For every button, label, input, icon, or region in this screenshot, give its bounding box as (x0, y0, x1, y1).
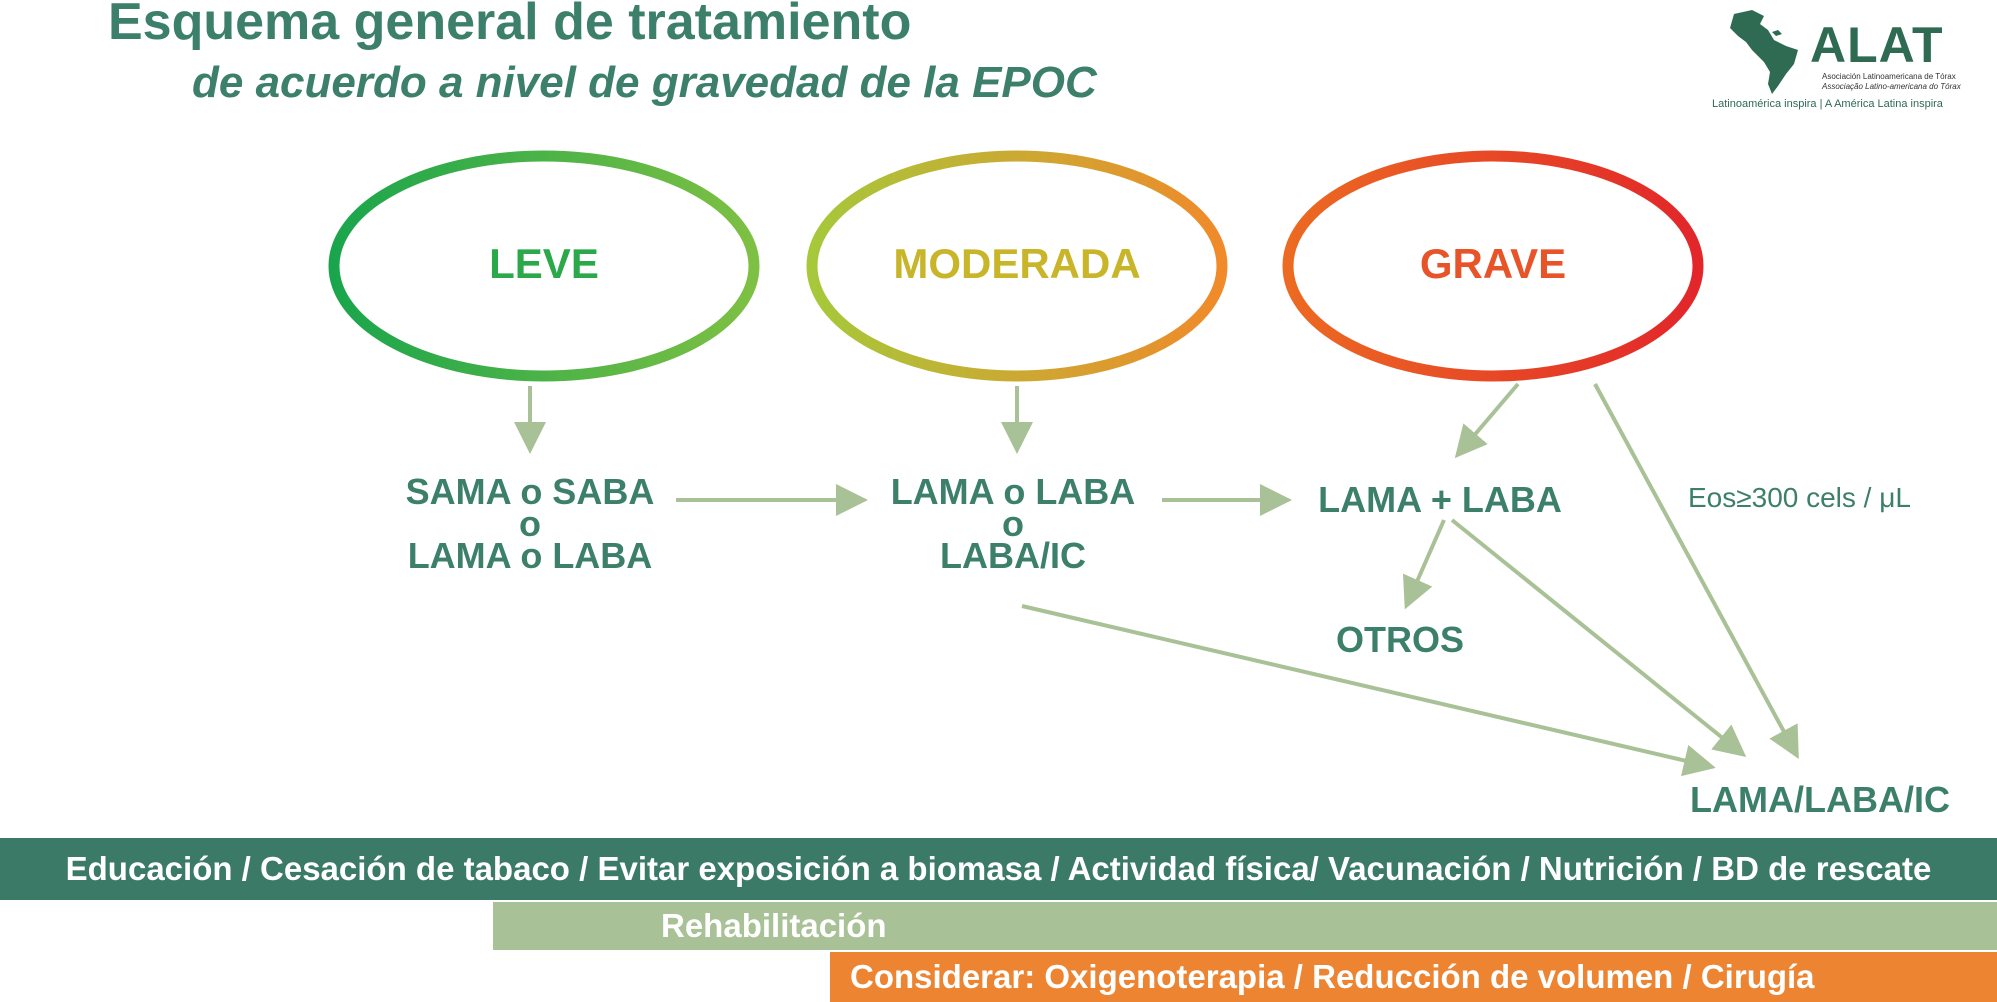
rehabilitation-band: Rehabilitación (493, 902, 1997, 950)
moderate-ellipse (806, 150, 1228, 382)
moderate-treatment-line2: o (1002, 503, 1024, 544)
page-title: Esquema general de tratamiento (108, 0, 912, 51)
severe-ellipse (1282, 150, 1704, 382)
arrow-severe-to-triple (1593, 383, 1799, 760)
moderate-treatment-line1: LAMA o LABA (890, 471, 1136, 512)
severity-severe-label: GRAVE (1419, 240, 1567, 287)
arrow-severe-to-lama-laba (1454, 382, 1520, 459)
logo-org-pt: Associação Latino-americana do Tórax (1822, 82, 1961, 91)
mild-treatment-line1: SAMA o SABA (405, 471, 655, 512)
consider-band: Considerar: Oxigenoterapia / Reducción d… (830, 952, 1997, 1002)
moderate-treatment-node: LAMA o LABA o LABA/IC (858, 471, 1168, 576)
logo-org-es: Asociación Latinoamericana de Tórax (1822, 72, 1956, 81)
moderate-treatment-line3: LABA/IC (940, 535, 1086, 576)
mild-ellipse (328, 150, 760, 382)
triple-therapy-node: LAMA/LABA/IC (1690, 779, 1950, 820)
others-node: OTROS (1335, 619, 1464, 660)
americas-map-icon (1730, 10, 1798, 94)
arrow-laba-ic-to-triple (1021, 604, 1716, 777)
general-measures-band: Educación / Cesación de tabaco / Evitar … (0, 838, 1997, 900)
arrow-lama-laba-to-otros (1402, 519, 1446, 610)
severity-moderate-label: MODERADA (893, 240, 1141, 287)
eosinophil-condition-label: Eos≥300 cels / μL (1688, 482, 1911, 513)
mild-treatment-node: SAMA o SABA o LAMA o LABA (370, 471, 690, 576)
severity-mild-label: LEVE (489, 240, 599, 287)
mild-treatment-line3: LAMA o LABA (407, 535, 653, 576)
severe-treatment-node: LAMA + LABA (1318, 479, 1562, 520)
logo-name: ALAT (1810, 17, 1944, 73)
mild-treatment-line2: o (519, 503, 541, 544)
page-subtitle: de acuerdo a nivel de gravedad de la EPO… (192, 58, 1097, 107)
arrow-lama-laba-to-triple (1450, 518, 1747, 758)
logo-tagline: Latinoamérica inspira | A América Latina… (1712, 98, 1943, 110)
alat-logo: ALAT Asociación Latinoamericana de Tórax… (1712, 6, 1961, 116)
